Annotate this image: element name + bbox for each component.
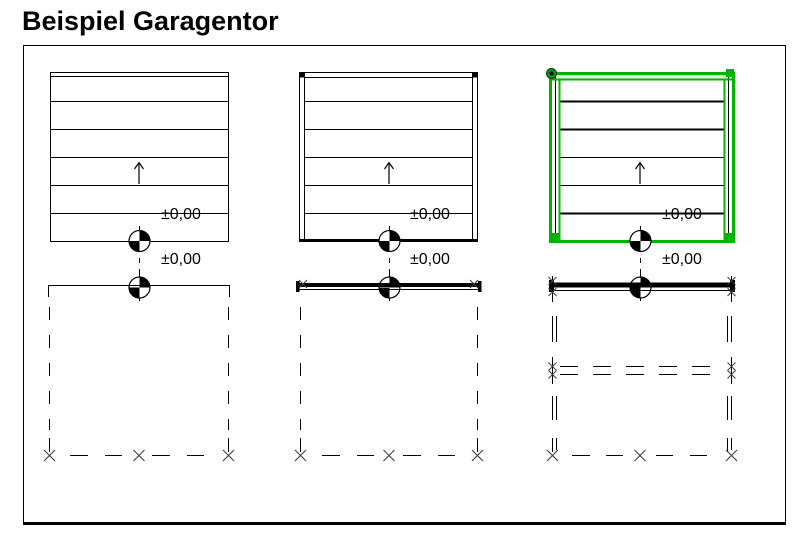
garage-door-plan-1[interactable] [43, 285, 235, 462]
door-panels [555, 77, 729, 242]
door-panels [50, 72, 229, 242]
x-marker [633, 449, 647, 462]
garage-door-elevation-2[interactable]: ±0,00 ±0,00 [299, 72, 478, 301]
door-frame [299, 72, 478, 242]
level-marker-group: ±0,00 ±0,00 [629, 206, 702, 301]
level-label-lower: ±0,00 [410, 251, 450, 268]
level-symbol-lower [378, 276, 401, 299]
hidden-double-dashed-middle [552, 357, 732, 384]
garage-door-plan-2[interactable] [294, 279, 484, 462]
wall-double-dashed-left [552, 316, 557, 452]
level-symbol-upper [128, 229, 151, 253]
threshold-line [48, 285, 230, 297]
level-symbol-lower [128, 276, 151, 299]
x-marker [132, 449, 146, 462]
x-marker [382, 449, 396, 462]
garage-door-plan-3[interactable] [546, 276, 738, 462]
open-direction-arrow-icon [635, 161, 645, 184]
level-symbol-upper [629, 229, 652, 253]
page-title: Beispiel Garagentor [22, 6, 279, 36]
garage-door-elevation-1[interactable]: ±0,00 ±0,00 [50, 72, 229, 302]
level-label-upper: ±0,00 [662, 206, 702, 223]
drawing-border [23, 45, 786, 525]
threshold-bar [296, 281, 482, 292]
selection-grip-icon[interactable] [546, 68, 557, 79]
selection-grip-icon[interactable] [726, 69, 734, 77]
level-label-lower: ±0,00 [161, 251, 201, 268]
level-label-lower: ±0,00 [662, 251, 702, 268]
selection-fill-band [550, 73, 734, 79]
garage-door-elevation-3-selected[interactable]: ±0,00 ±0,00 [546, 68, 735, 302]
level-label-upper: ±0,00 [410, 206, 450, 223]
x-marker [725, 449, 738, 462]
open-direction-arrow-icon [134, 161, 144, 184]
wall-double-dashed-right [727, 316, 732, 452]
level-symbol-upper [378, 229, 401, 253]
open-direction-arrow-icon [384, 161, 394, 184]
level-label-upper: ±0,00 [161, 206, 201, 223]
door-panels [304, 101, 473, 214]
level-marker-group: ±0,00 ±0,00 [378, 206, 450, 301]
